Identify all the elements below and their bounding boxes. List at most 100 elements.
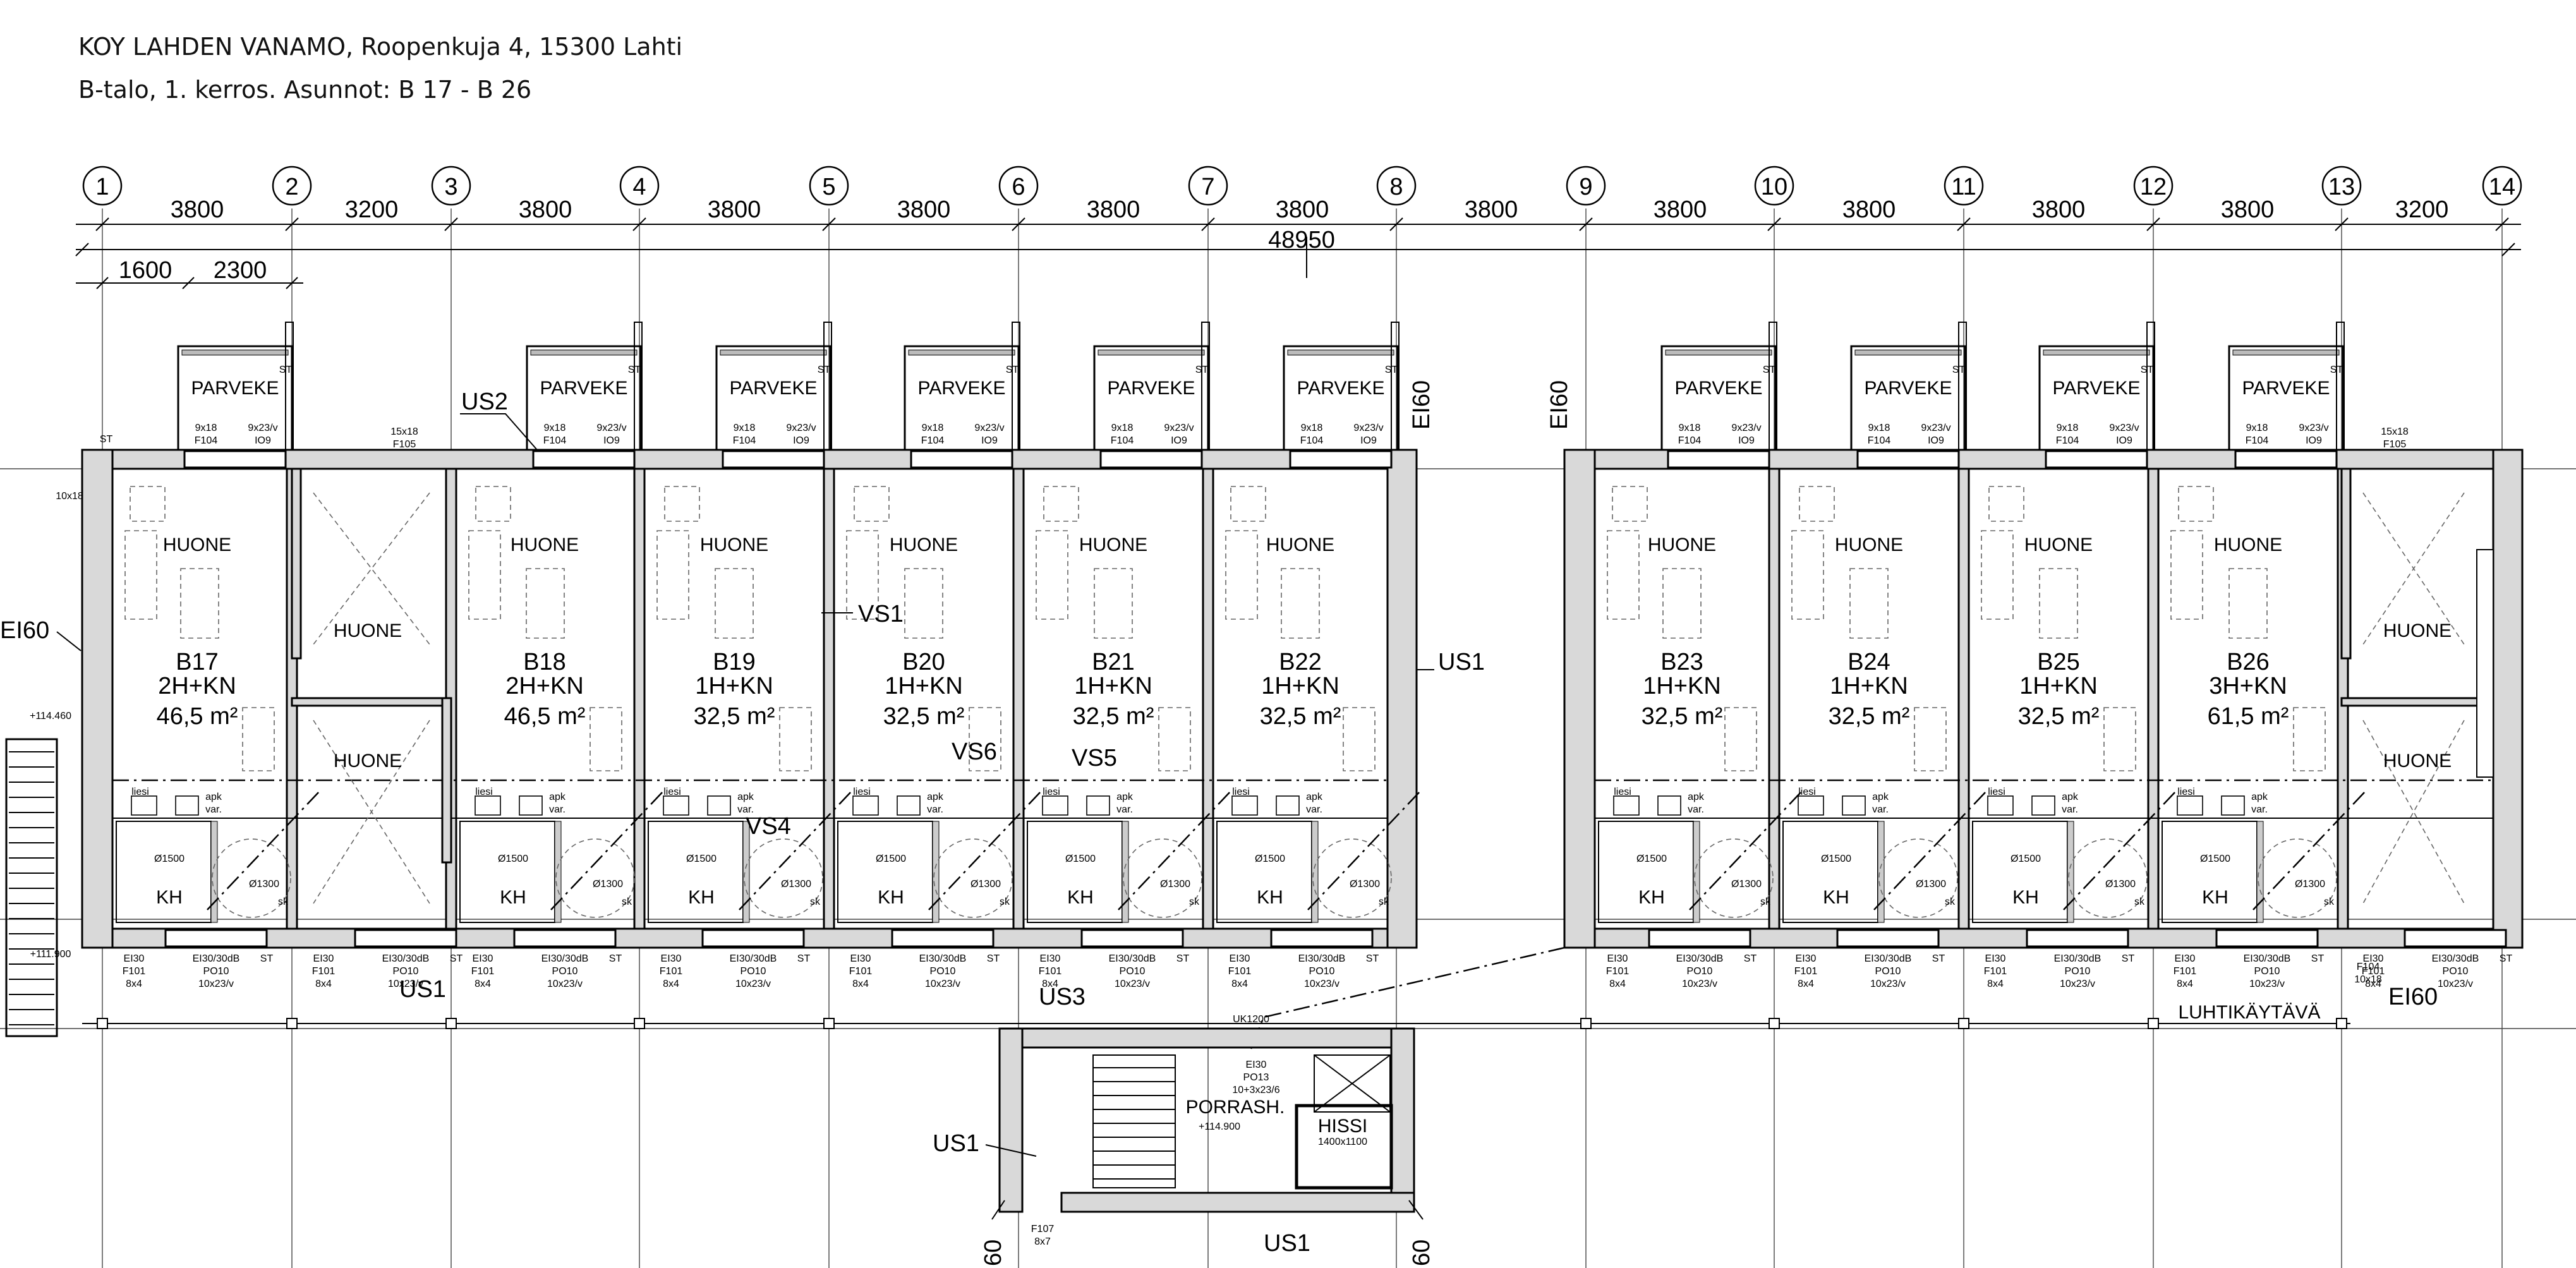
window-size-label: 8x4 [315, 979, 332, 989]
sink [897, 795, 921, 816]
bathroom-wall [2256, 821, 2264, 923]
vs5-tag: VS5 [1072, 745, 1117, 771]
room-label: HUONE [511, 534, 579, 555]
door-class-label: EI30 [2175, 953, 2196, 964]
stair-core: HISSI1400x1100PORRASH.+114.900UK1200EI30… [998, 1014, 1415, 1247]
partition [291, 697, 452, 707]
door-size-label: 9x23/v [974, 423, 1004, 433]
wardrobe [1724, 707, 1757, 771]
window-code-label: F101 [1228, 966, 1252, 977]
circle-diameter-label: Ø1300 [2105, 879, 2136, 890]
appliance-label: apk [927, 792, 944, 802]
circle-diameter-label: Ø1500 [498, 854, 528, 864]
stair-label: PORRASH. [1186, 1097, 1285, 1118]
window-code-label: F101 [312, 966, 336, 977]
grid-bubble-label: 10 [1761, 174, 1787, 200]
stair-wall-right [1390, 1027, 1415, 1213]
dimension-tick [285, 217, 299, 231]
stove-label: liesi [475, 787, 493, 797]
window-size-label: 15x18 [2381, 426, 2409, 437]
bathroom-wall [2067, 821, 2074, 923]
grid-bubble-label: 14 [2489, 174, 2515, 200]
balcony-glazing [181, 349, 289, 356]
balcony-label: PARVEKE [1297, 378, 1385, 399]
table [1281, 568, 1320, 639]
ei60-tag: EI60 [2388, 984, 2438, 1010]
tag-leader [991, 1200, 1005, 1220]
bathroom-label: KH [1823, 887, 1849, 908]
door-size-label: 10x23/v [547, 979, 583, 989]
window-code-label: F104 [2246, 435, 2269, 446]
window-size-label: 9x18 [195, 423, 217, 433]
shaft-cross [1314, 1054, 1391, 1113]
stove [663, 795, 689, 816]
dimension-spacing-label: 3800 [897, 196, 951, 223]
st-label: ST [2311, 953, 2325, 964]
st-label: ST [987, 953, 1000, 964]
window-opening [2215, 929, 2319, 948]
balcony-glazing [2043, 349, 2150, 356]
gallery-post [823, 1018, 835, 1029]
grid-bubble-label: 9 [1579, 174, 1592, 200]
balcony-glazing [1287, 349, 1394, 356]
grid-bubble [809, 166, 849, 206]
door-size-label: 9x23/v [1921, 423, 1950, 433]
wardrobe [2293, 707, 2326, 771]
stair-wall-left [998, 1027, 1024, 1213]
outer-wall-left [81, 449, 114, 949]
turning-circle [1694, 838, 1774, 918]
exterior-stair [5, 738, 58, 1037]
partition [291, 468, 302, 660]
window-code-label: F104 [2056, 435, 2079, 446]
balcony-label: PARVEKE [918, 378, 1006, 399]
grid-bubble-label: 7 [1201, 174, 1214, 200]
bed [468, 530, 501, 620]
dimension-tick [444, 217, 458, 231]
door-swing [1689, 789, 1804, 910]
door-code-label: IO9 [2306, 435, 2322, 446]
stove [475, 795, 501, 816]
sink [2031, 795, 2055, 816]
us1-tag: US1 [1264, 1230, 1310, 1257]
closet-label: sk [2324, 897, 2335, 907]
window-code-label: F104 [1868, 435, 1891, 446]
st-label: ST [1932, 953, 1945, 964]
grid-bubble [272, 166, 312, 206]
apartment-type: 3H+KN [2209, 673, 2287, 699]
furniture-diagonal [313, 720, 430, 904]
stove-label: liesi [853, 787, 871, 797]
turning-circle [1312, 838, 1392, 918]
door-code-label: PO10 [2443, 966, 2469, 977]
door-code-label: PO10 [203, 966, 229, 977]
st-label: ST [1952, 365, 1966, 375]
window-code-label: F105 [393, 439, 416, 450]
bed [2170, 530, 2203, 620]
grid-bubble [2133, 166, 2174, 206]
us1-tag: US1 [1438, 649, 1485, 675]
dimension-tick [1012, 217, 1025, 231]
closet-label: sk [278, 897, 289, 907]
sub-dimension-label: 2300 [214, 257, 267, 284]
turning-circle [2258, 838, 2337, 918]
dimension-tick [2495, 217, 2509, 231]
door-size-label: 9x23/v [596, 423, 626, 433]
grid-bubble-label: 2 [285, 174, 298, 200]
grid-lines [0, 208, 2576, 1268]
door-size-label: 9x23/v [248, 423, 277, 433]
gallery-post [634, 1018, 645, 1029]
window-opening [1836, 929, 1940, 948]
apartment-area: 46,5 m² [157, 703, 238, 730]
appliance-label: var. [1688, 804, 1704, 815]
bed [1036, 530, 1068, 620]
window-opening [513, 929, 617, 948]
window-opening [1270, 929, 1374, 948]
window-size-label: 8x4 [1231, 979, 1248, 989]
tag-leader [1408, 1200, 1424, 1220]
stove-label: liesi [2177, 787, 2195, 797]
balcony-glazing [530, 349, 638, 356]
sink [519, 795, 543, 816]
door-size-label: 9x23/v [2109, 423, 2139, 433]
